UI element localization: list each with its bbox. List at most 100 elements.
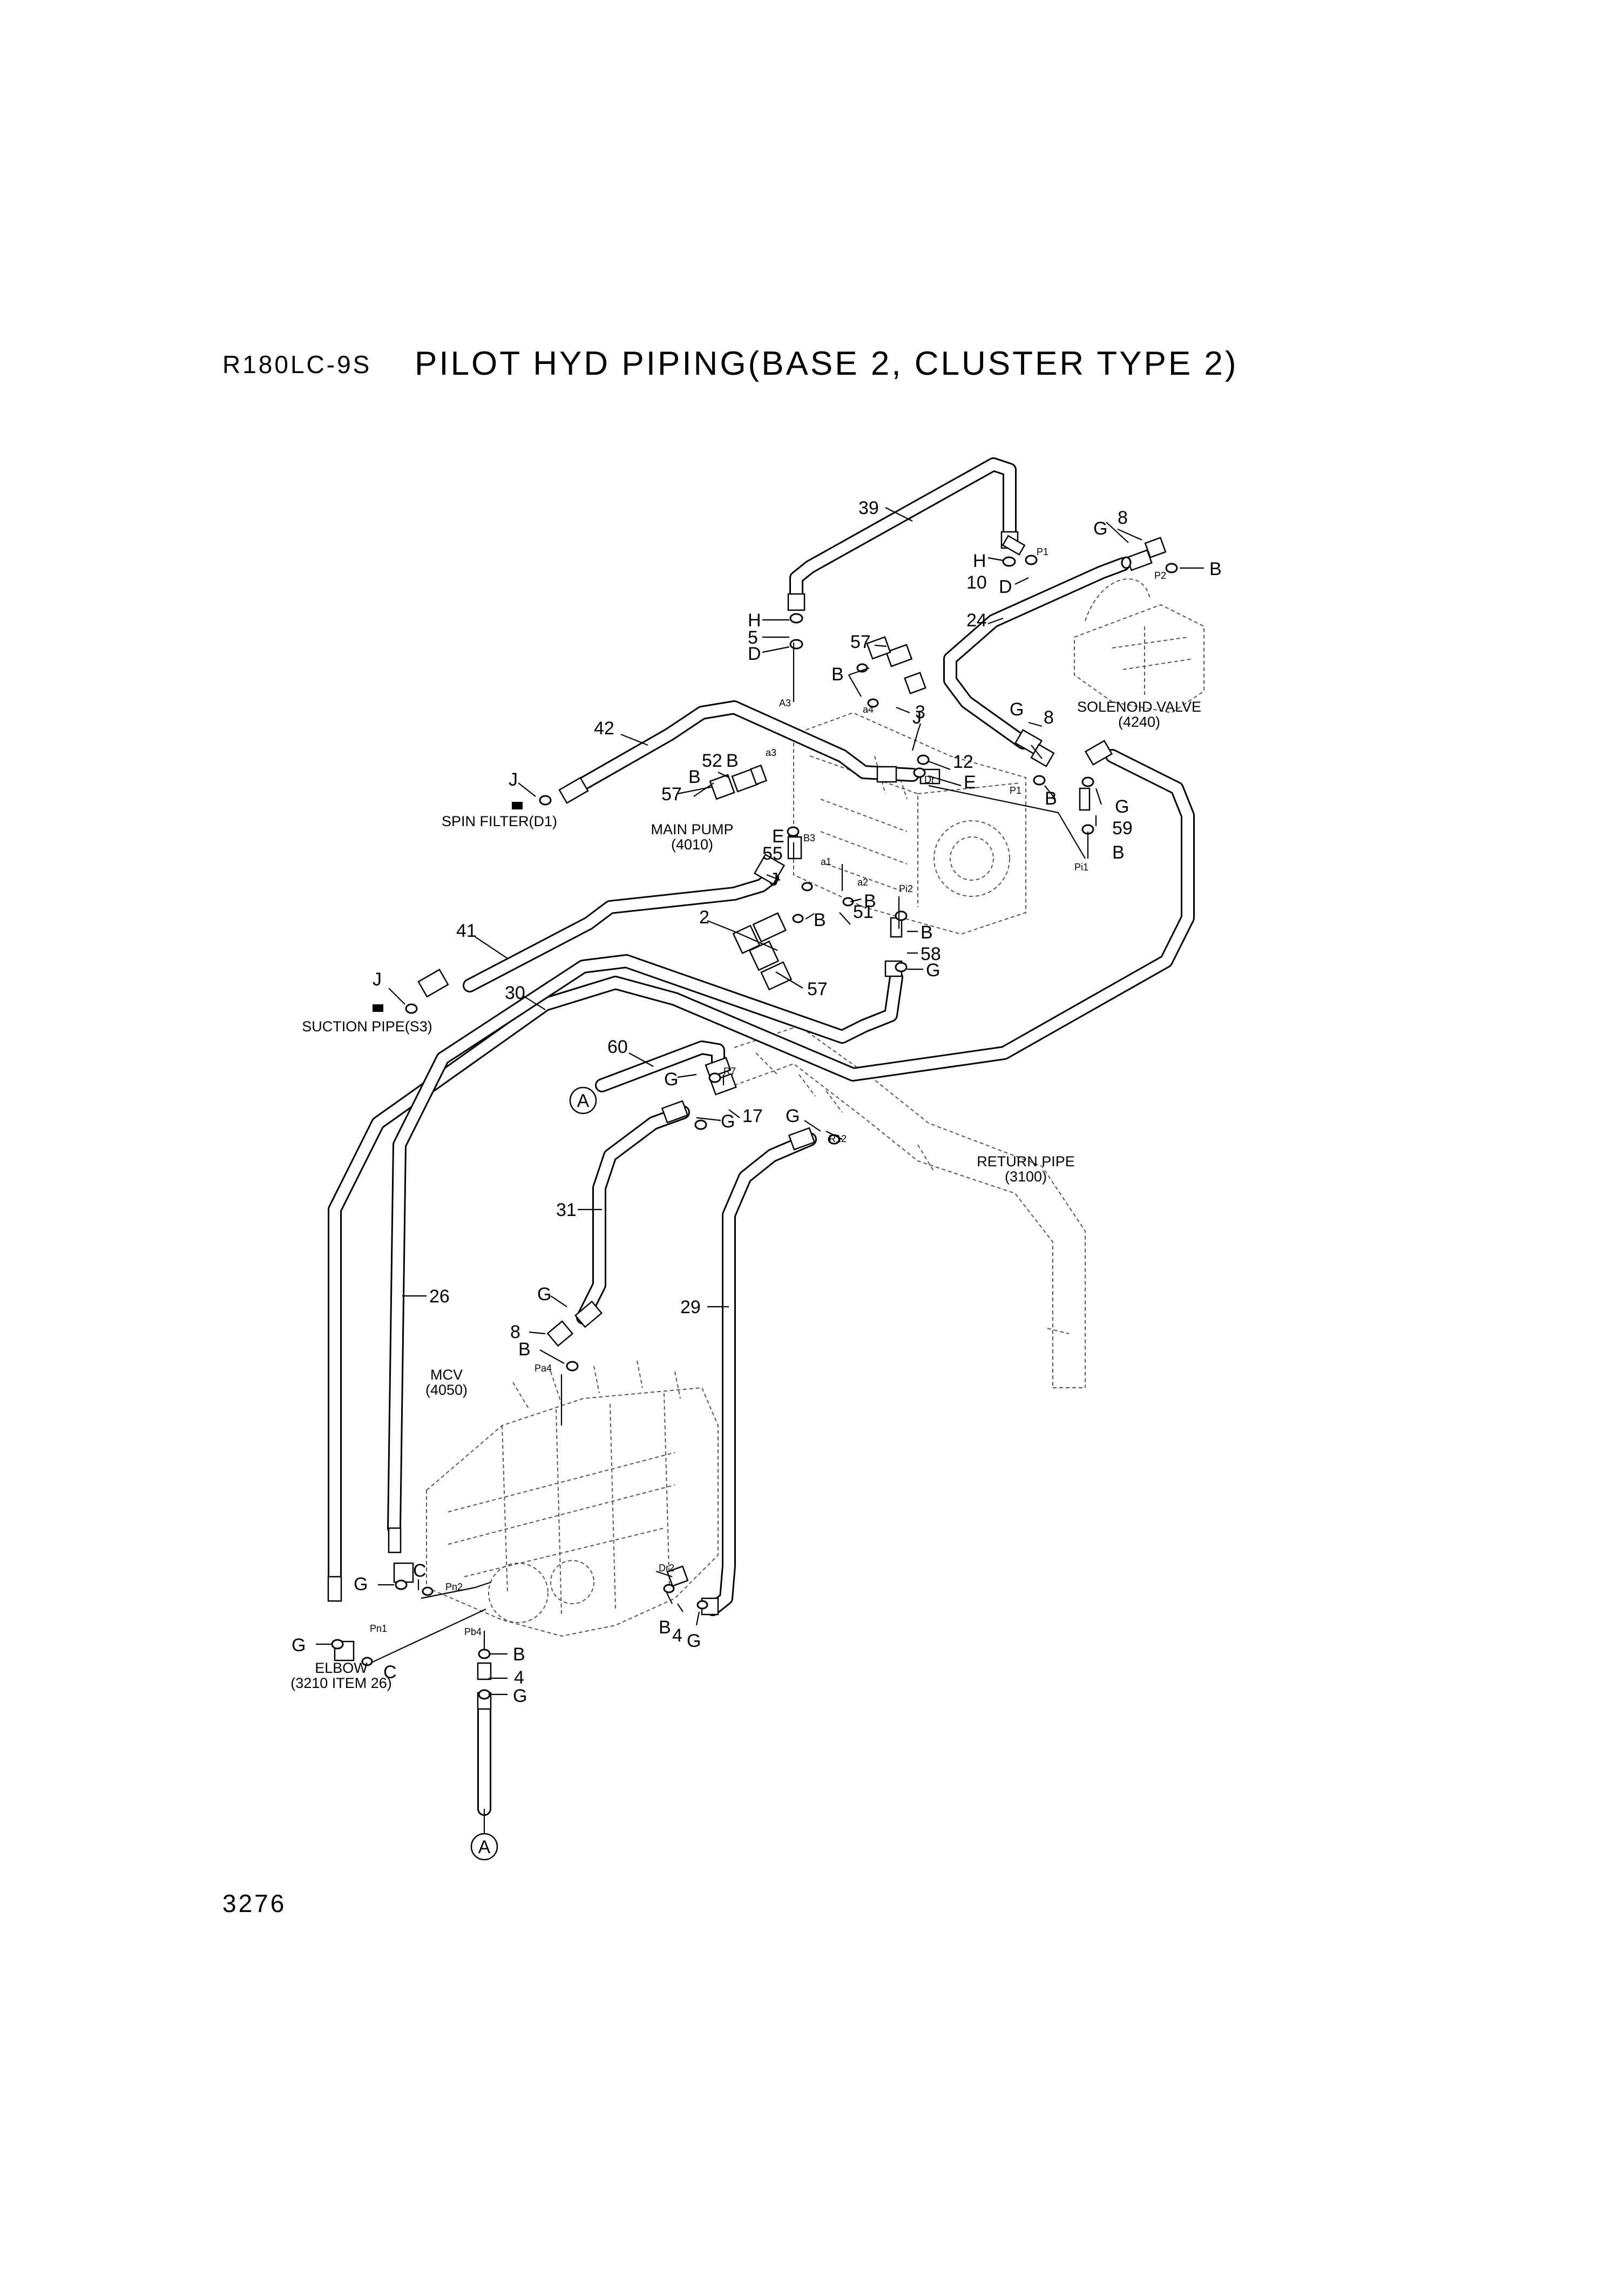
callout-g-dr2: G [687,1631,701,1651]
callout-g-pn2: G [354,1574,368,1595]
callout-57-b: 57 [661,784,682,805]
callout-b-sol: B [1209,559,1222,579]
page-number: 3276 [222,1889,287,1917]
callout-39: 39 [858,498,879,518]
callout-g-p1: G [1010,699,1024,720]
hose-26 [387,954,903,1535]
caption-suction-pipe: SUCTION PIPE(S3) [302,1018,432,1035]
caption-mcv: MCV [430,1367,463,1383]
caption-spin-filter: SPIN FILTER(D1) [442,813,557,829]
callout-4-dr2: 4 [672,1625,682,1646]
port-r7: R7 [723,1066,736,1077]
port-pi1: Pi1 [1074,862,1088,873]
callout-d-top: D [999,577,1012,597]
caption-elbow: ELBOW [315,1660,368,1676]
port-pn2: Pn2 [445,1582,463,1592]
return-pipe-outline [734,1025,1086,1388]
callout-29: 29 [680,1297,701,1318]
port-labels: P1 P2 A3 a4 a3 Dr P1 Pi1 B3 a1 a2 Pi2 R7… [370,546,1166,1637]
callout-g-58: G [926,960,940,981]
callout-b-p1: B [1045,788,1057,809]
hose-24 [943,557,1130,749]
model-number: R180LC-9S [222,350,372,379]
callout-26: 26 [429,1286,450,1307]
port-pn1: Pn1 [370,1623,387,1634]
callout-j-sf: J [509,769,518,790]
callout-57-c: 57 [807,979,828,999]
port-dr2: Dr2 [659,1563,674,1573]
caption-main-pump: MAIN PUMP [651,821,733,837]
mcv-outline [426,1360,719,1637]
callout-2: 2 [699,907,709,928]
port-r12: R12 [829,1133,847,1144]
callout-b-2: B [814,910,826,930]
port-dr: Dr [924,774,935,785]
callout-8-p1: 8 [1044,707,1054,728]
callout-24: 24 [966,610,987,631]
hose-31 [576,1105,690,1325]
callout-b-pb4: B [513,1644,525,1665]
callout-3: 3 [915,702,925,722]
port-a3-small: a3 [766,747,776,758]
callout-60: 60 [607,1037,628,1057]
port-pi2: Pi2 [899,883,913,894]
callout-b-57: B [688,767,701,787]
connector-a-bottom: A [470,1833,498,1861]
callout-4-pb4: 4 [514,1667,524,1688]
svg-text:A: A [478,1837,491,1857]
callout-j-b: J [769,869,779,890]
caption-main-pump-ref: (4010) [671,836,713,853]
port-b3: B3 [803,833,815,843]
callout-8-pa4: 8 [510,1322,520,1342]
caption-elbow-ref: (3210 ITEM 26) [290,1675,392,1691]
caption-return-pipe: RETURN PIPE [977,1153,1075,1170]
hose-29 [706,1132,817,1616]
callout-j-sp: J [373,969,382,990]
port-a1: a1 [821,856,831,867]
callout-g-r12: G [786,1106,800,1126]
o-rings [331,555,1178,1700]
callout-30: 30 [505,983,525,1003]
caption-return-pipe-ref: (3100) [1005,1168,1047,1185]
hose-41 [463,870,779,992]
port-pa4: Pa4 [534,1363,552,1374]
callout-b-52: B [726,751,739,771]
caption-mcv-ref: (4050) [425,1382,468,1398]
callout-e-b: E [772,826,784,847]
port-p1-top: P1 [1037,546,1048,557]
main-pump-outline [793,712,1026,935]
connector-a-top: A [569,1086,597,1114]
port-a3: A3 [779,698,791,708]
callout-b-pi2: B [921,922,933,943]
caption-solenoid-valve: SOLENOID VALVE [1077,699,1201,715]
callout-h-top: H [973,551,986,571]
leader-lines [316,507,1204,1836]
callout-h-a3: H [748,610,761,631]
callout-d-a3: D [748,644,761,664]
callout-17: 17 [742,1106,763,1126]
port-a2: a2 [857,877,868,888]
callout-58: 58 [921,944,941,964]
callout-b-pi1: B [1112,842,1125,863]
hose-42 [568,700,919,795]
callout-labels: 39 H 10 D G 8 B H 5 D 24 57 B 3 42 J 12 … [292,498,1222,1706]
callout-g-p1b: G [1115,796,1129,817]
callout-12: 12 [953,752,973,772]
hose-30 [328,749,1195,1584]
component-captions: SOLENOID VALVE (4240) SPIN FILTER(D1) MA… [290,699,1201,1691]
callout-e-a: E [964,772,976,793]
callout-42: 42 [594,718,614,739]
callout-41: 41 [456,921,477,941]
callout-31: 31 [556,1200,577,1220]
callout-g-r7: G [664,1069,678,1090]
callout-57-a: 57 [850,632,871,652]
callout-5: 5 [748,627,758,648]
callout-g-pa4: G [537,1284,551,1305]
callout-c-pn1: C [383,1662,397,1683]
callout-b-dr2: B [659,1617,671,1638]
callout-j-a: J [912,707,922,728]
callout-g-pn1: G [292,1635,306,1656]
callout-51: 51 [853,902,874,922]
